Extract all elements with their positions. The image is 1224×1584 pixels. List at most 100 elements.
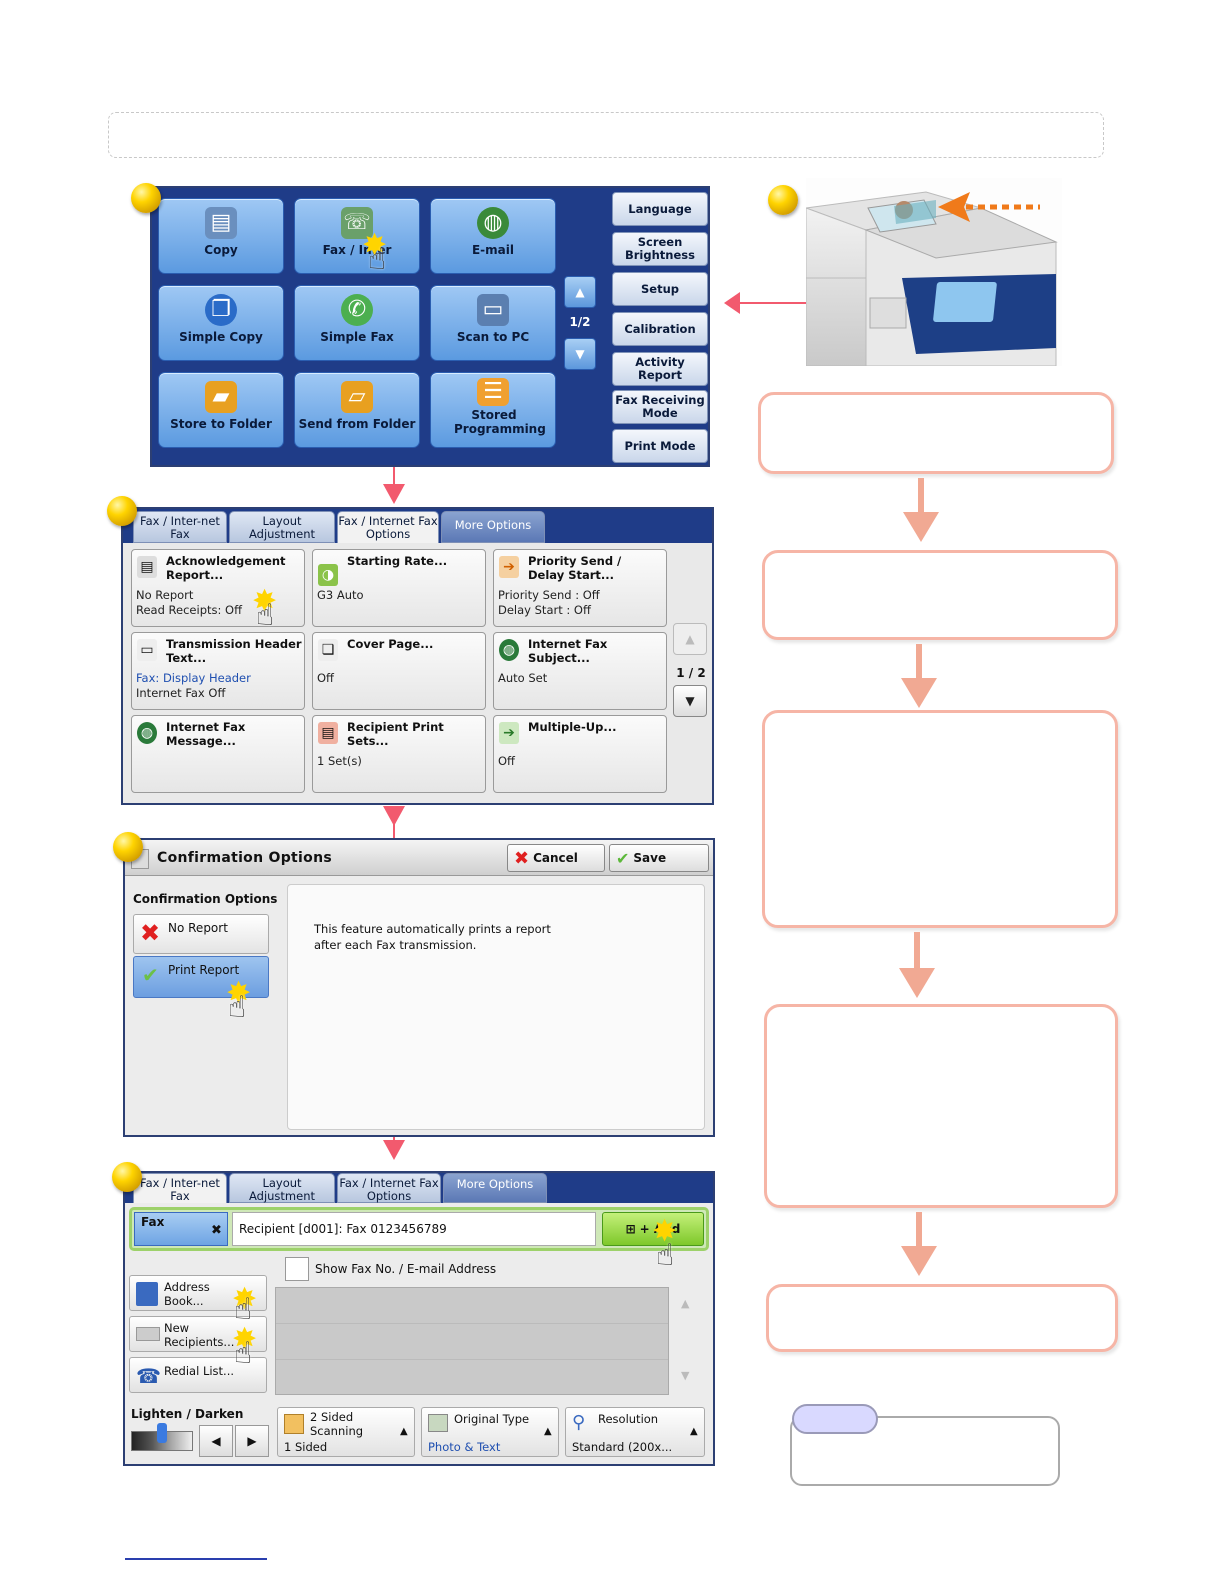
close-icon: ✖ <box>514 847 530 869</box>
resolution-button[interactable]: ⚲ Resolution Standard (200x... ▲ <box>565 1407 705 1457</box>
language-button[interactable]: Language <box>612 192 708 226</box>
address-book-button[interactable]: Address Book... <box>129 1275 267 1311</box>
activity-report-button[interactable]: Activity Report <box>612 352 708 386</box>
scroll-down-button[interactable]: ▼ <box>564 338 596 370</box>
checkmark-icon: ✔ <box>616 848 630 868</box>
tap-flash-icon: ✸ <box>226 976 252 1011</box>
tab-layout-adjustment[interactable]: Layout Adjustment <box>229 511 335 543</box>
flow-arrow-down-icon <box>903 512 939 542</box>
dialog-header: Confirmation Options ✖Cancel ✔Save <box>125 840 713 876</box>
clear-icon[interactable]: ✖ <box>211 1223 222 1238</box>
starting-rate-button[interactable]: ◑ Starting Rate... G3 Auto <box>312 549 486 627</box>
simple-copy-icon: ❐ <box>205 294 237 326</box>
fax-main-screen: Fax / Inter-net Fax Layout Adjustment Fa… <box>123 1171 715 1466</box>
send-from-folder-tile[interactable]: ▱ Send from Folder <box>294 372 420 448</box>
multiple-up-icon: ➔ <box>499 722 519 744</box>
density-slider-thumb[interactable] <box>157 1423 167 1443</box>
pointer-hand-icon: ☝ <box>228 990 247 1025</box>
tab-more-options[interactable]: More Options <box>443 1173 547 1203</box>
note-box <box>790 1416 1060 1486</box>
print-report-option[interactable]: ✔ Print Report <box>133 956 269 998</box>
tab-fax-options[interactable]: Fax / Internet Fax Options <box>337 1173 441 1203</box>
copy-tile[interactable]: ▤ Copy <box>158 198 284 274</box>
tap-flash-icon: ✸ <box>652 1214 678 1249</box>
page-indicator: 1 / 2 <box>676 666 706 680</box>
internet-fax-subject-button[interactable]: ◍ Internet Fax Subject... Auto Set <box>493 632 667 710</box>
priority-send-icon: ➔ <box>499 556 519 578</box>
calibration-button[interactable]: Calibration <box>612 312 708 346</box>
stored-programming-tile[interactable]: ☰ Stored Programming <box>430 372 556 448</box>
transmission-header-button[interactable]: ▭ Transmission Header Text... Fax: Displ… <box>131 632 305 710</box>
description-panel: This feature automatically prints a repo… <box>287 884 705 1130</box>
tab-more-options[interactable]: More Options <box>441 511 545 543</box>
lighten-button[interactable]: ◀ <box>199 1425 233 1457</box>
internet-fax-message-button[interactable]: ◍ Internet Fax Message... <box>131 715 305 793</box>
acknowledgement-report-button[interactable]: ▤ Acknowledgement Report... No Report Re… <box>131 549 305 627</box>
tab-fax-internet-fax[interactable]: Fax / Inter-net Fax <box>133 511 227 543</box>
scan-to-pc-icon: ▭ <box>477 294 509 326</box>
setup-button[interactable]: Setup <box>612 272 708 306</box>
scroll-up-button[interactable]: ▲ <box>564 276 596 308</box>
darken-button[interactable]: ▶ <box>235 1425 269 1457</box>
fax-tile[interactable]: ☏ Fax / Inter <box>294 198 420 274</box>
fax-receiving-mode-button[interactable]: Fax Receiving Mode <box>612 390 708 424</box>
priority-send-button[interactable]: ➔ Priority Send / Delay Start... Priorit… <box>493 549 667 627</box>
scroll-down-button[interactable]: ▼ <box>673 685 707 717</box>
scroll-down-icon[interactable]: ▼ <box>681 1369 690 1382</box>
save-button[interactable]: ✔Save <box>609 844 709 872</box>
no-report-option[interactable]: ✖ No Report <box>133 914 269 954</box>
stored-programming-icon: ☰ <box>477 378 509 406</box>
description-text: This feature automatically prints a repo… <box>314 922 551 952</box>
arrow-up-icon: ▲ <box>685 632 695 646</box>
arrow-left-icon: ◀ <box>211 1434 221 1448</box>
screen-brightness-button[interactable]: Screen Brightness <box>612 232 708 266</box>
show-fax-label: Show Fax No. / E-mail Address <box>315 1262 497 1276</box>
redial-list-button[interactable]: ☎ Redial List... <box>129 1357 267 1393</box>
recipient-print-sets-button[interactable]: ▤ Recipient Print Sets... 1 Set(s) <box>312 715 486 793</box>
cover-page-button[interactable]: ❏ Cover Page... Off <box>312 632 486 710</box>
scroll-up-icon[interactable]: ▲ <box>681 1297 690 1310</box>
print-mode-button[interactable]: Print Mode <box>612 429 708 463</box>
show-fax-checkbox[interactable] <box>285 1257 309 1281</box>
tab-bar: Fax / Inter-net Fax Layout Adjustment Fa… <box>123 509 712 543</box>
scan-to-pc-tile[interactable]: ▭ Scan to PC <box>430 285 556 361</box>
starting-rate-icon: ◑ <box>318 564 338 586</box>
add-button[interactable]: ⊞+ Add <box>602 1212 704 1246</box>
multiple-up-button[interactable]: ➔ Multiple-Up... Off <box>493 715 667 793</box>
section-label: Confirmation Options <box>133 892 278 906</box>
two-sided-scanning-button[interactable]: 2 Sided Scanning 1 Sided ▲ <box>277 1407 415 1457</box>
original-type-button[interactable]: Original Type Photo & Text ▲ <box>421 1407 559 1457</box>
flow-arrow-stem <box>918 478 924 514</box>
store-to-folder-tile[interactable]: ▰ Store to Folder <box>158 372 284 448</box>
keyboard-icon <box>136 1327 160 1341</box>
step-bullet <box>107 496 137 526</box>
cancel-button[interactable]: ✖Cancel <box>507 844 605 872</box>
step-bullet <box>113 832 143 862</box>
header-box <box>108 112 1104 158</box>
step-bullet <box>112 1162 142 1192</box>
flow-arrow-stem <box>916 644 922 680</box>
confirmation-options-screen: Confirmation Options ✖Cancel ✔Save Confi… <box>123 838 715 1137</box>
flow-box-3 <box>762 710 1118 928</box>
recipient-input[interactable]: Recipient [d001]: Fax 0123456789 <box>232 1212 596 1246</box>
footer-rule <box>125 1558 267 1560</box>
recipient-bar: Fax ✖ Recipient [d001]: Fax 0123456789 ⊞… <box>129 1207 709 1251</box>
tab-fax-internet-fax[interactable]: Fax / Inter-net Fax <box>133 1173 227 1203</box>
new-recipients-button[interactable]: New Recipients... <box>129 1316 267 1352</box>
tap-flash-icon: ✸ <box>252 584 278 619</box>
tab-layout-adjustment[interactable]: Layout Adjustment <box>229 1173 335 1203</box>
step-bullet <box>131 183 161 213</box>
arrow-down-icon <box>383 484 405 504</box>
chevron-up-icon: ▲ <box>544 1426 552 1437</box>
simple-fax-tile[interactable]: ✆ Simple Fax <box>294 285 420 361</box>
fax-field[interactable]: Fax ✖ <box>134 1212 228 1246</box>
dialog-title: Confirmation Options <box>157 850 332 866</box>
simple-copy-tile[interactable]: ❐ Simple Copy <box>158 285 284 361</box>
tab-fax-options[interactable]: Fax / Internet Fax Options <box>337 511 439 543</box>
home-screen: ▤ Copy ☏ Fax / Inter ◍ E-mail ❐ Simple C… <box>150 186 710 467</box>
scroll-up-button[interactable]: ▲ <box>673 623 707 655</box>
tab-bar: Fax / Inter-net Fax Layout Adjustment Fa… <box>125 1173 713 1203</box>
connector-line <box>393 467 395 485</box>
arrow-up-icon: ▲ <box>575 285 585 299</box>
email-tile[interactable]: ◍ E-mail <box>430 198 556 274</box>
